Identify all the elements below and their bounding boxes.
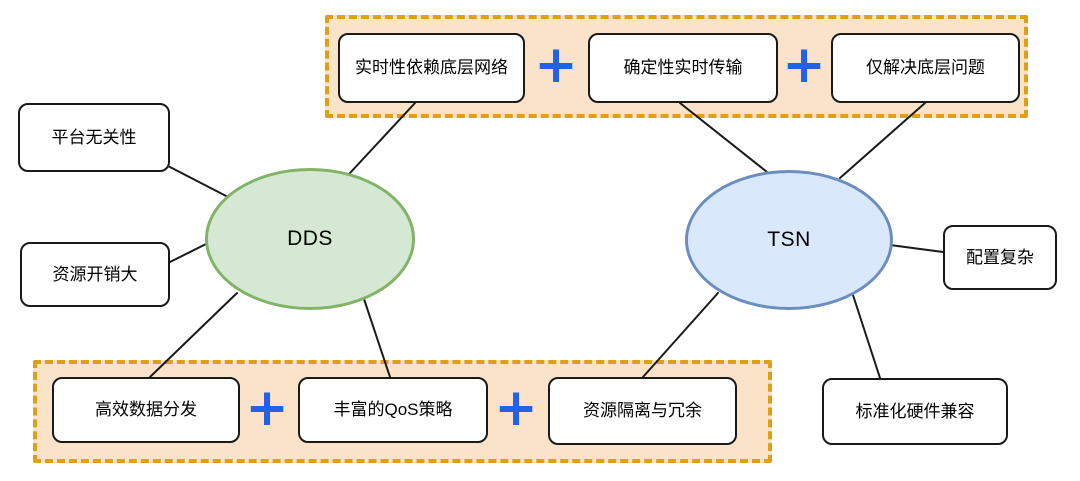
- node-only-solves-lowlevel: 仅解决底层问题: [831, 33, 1020, 103]
- dds-label: DDS: [287, 227, 333, 250]
- dds-ellipse: DDS: [205, 168, 415, 310]
- connector-platform-to-dds: [167, 165, 231, 199]
- node-rich-qos-policies: 丰富的QoS策略: [298, 377, 488, 443]
- plus-icon-top-1: +: [534, 34, 578, 95]
- connector-hardware-to-tsn: [851, 291, 881, 379]
- node-config-complex: 配置复杂: [943, 225, 1057, 290]
- connector-config-to-tsn: [889, 244, 944, 253]
- node-deterministic-realtime-transfer: 确定性实时传输: [588, 33, 778, 103]
- node-standard-hardware-compat: 标准化硬件兼容: [822, 378, 1008, 445]
- node-platform-independence: 平台无关性: [18, 103, 170, 172]
- connector-isolation-to-tsn: [642, 292, 719, 378]
- plus-icon-top-2: +: [782, 34, 826, 95]
- connector-realtime-to-dds: [349, 102, 416, 174]
- node-resource-overhead: 资源开销大: [20, 242, 170, 307]
- node-realtime-depends-network: 实时性依赖底层网络: [338, 33, 525, 103]
- plus-icon-bottom-1: +: [245, 377, 289, 438]
- tsn-ellipse: TSN: [685, 170, 893, 310]
- node-resource-isolation-redundancy: 资源隔离与冗余: [548, 377, 737, 445]
- plus-icon-bottom-2: +: [494, 377, 538, 438]
- connector-overhead-to-dds: [169, 243, 207, 263]
- connector-deterministic-to-tsn: [679, 102, 768, 173]
- connector-lowlevel-to-tsn: [839, 102, 926, 179]
- tsn-label: TSN: [767, 228, 811, 251]
- connector-qos-to-dds: [363, 298, 391, 378]
- node-efficient-data-distribution: 高效数据分发: [52, 377, 240, 443]
- connector-distribution-to-dds: [149, 292, 238, 378]
